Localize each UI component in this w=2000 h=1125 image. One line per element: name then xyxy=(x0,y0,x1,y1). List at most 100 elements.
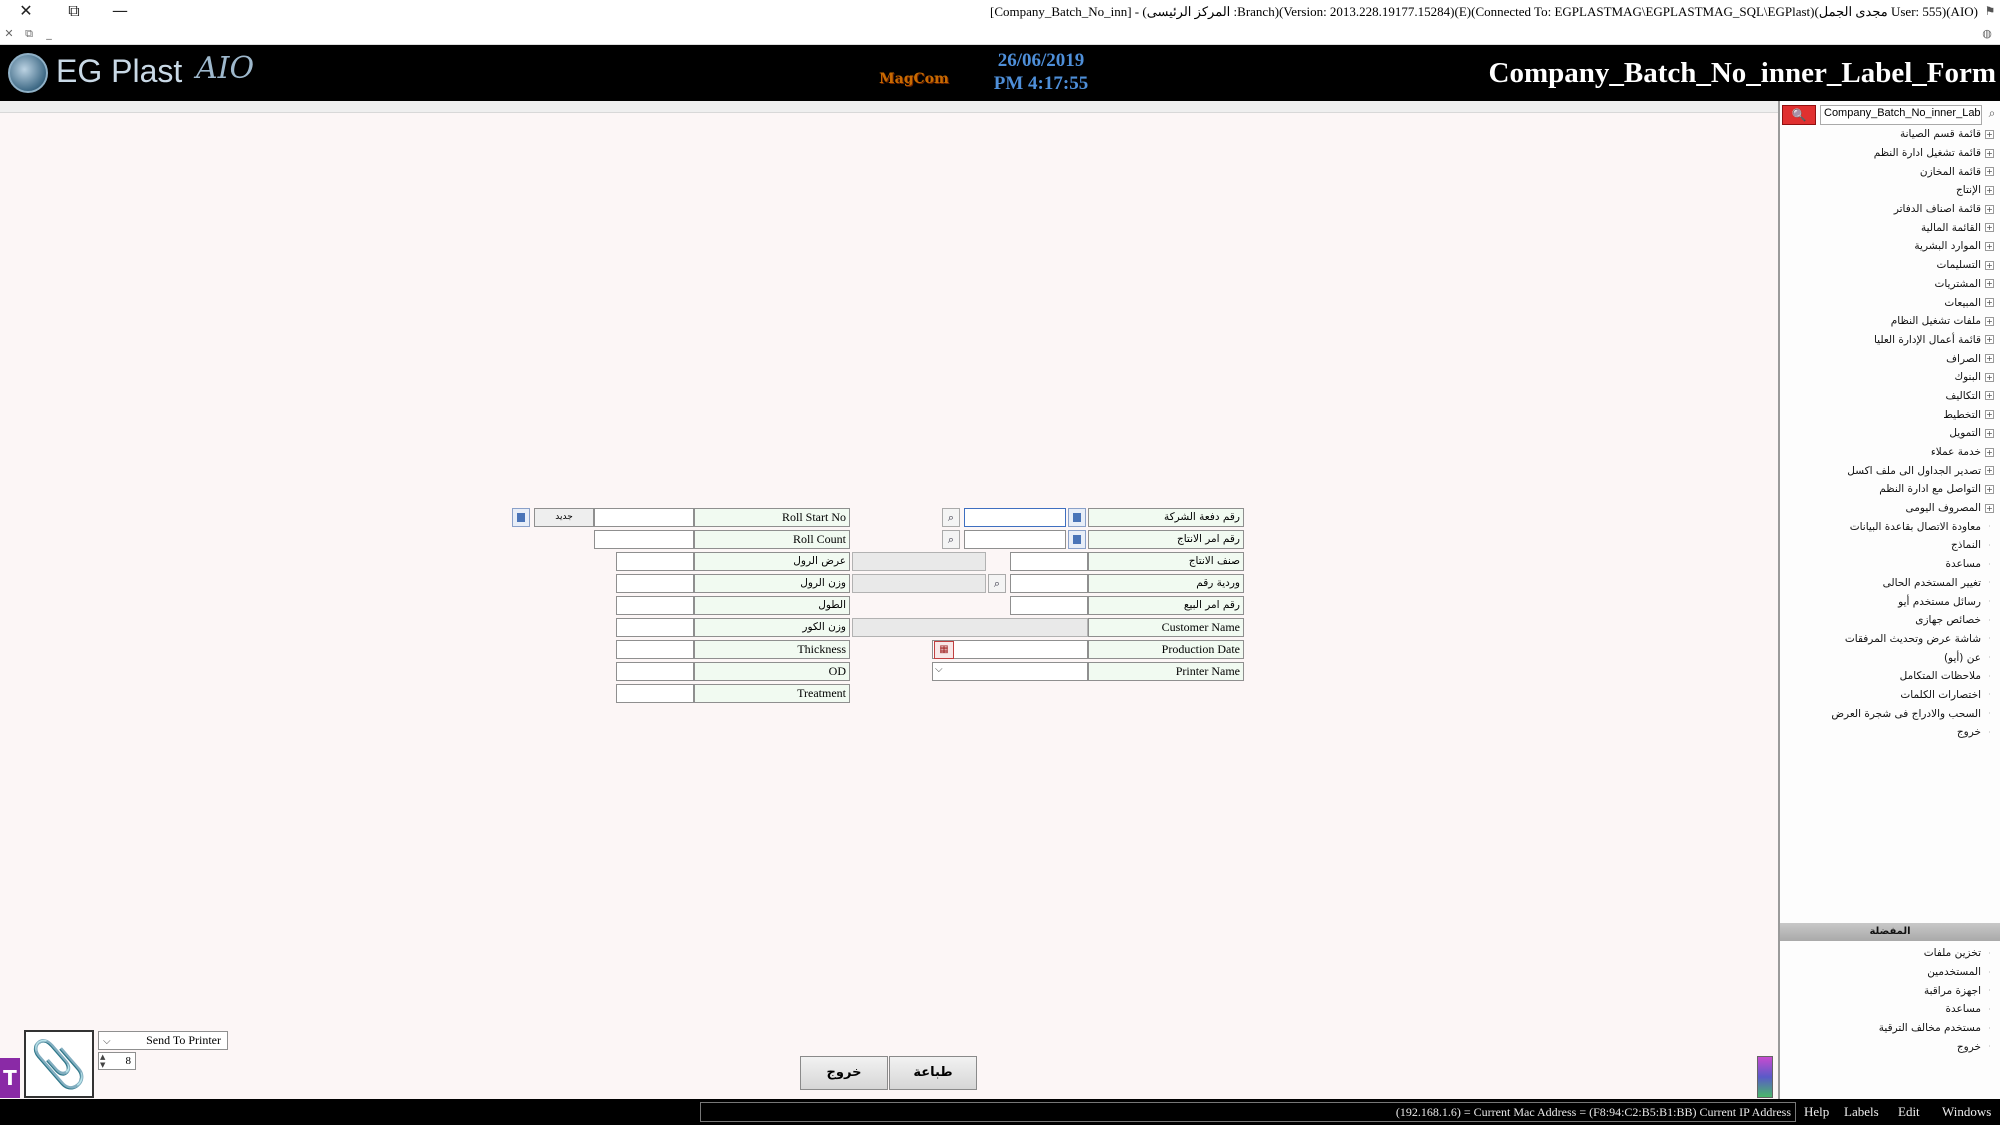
exit-button[interactable]: خروج xyxy=(800,1056,888,1090)
expand-icon[interactable]: + xyxy=(1985,503,1994,513)
tree-item[interactable]: +القائمة المالية xyxy=(1921,221,1994,234)
window-close-button[interactable]: ✕ xyxy=(19,1,33,20)
tree-item[interactable]: ·تغيير المستخدم الحالى xyxy=(1780,574,1994,593)
tree-item[interactable]: +البنوك xyxy=(1954,371,1994,384)
tree-item[interactable]: +قائمة قسم الصيانة xyxy=(1899,128,1994,141)
favorite-item[interactable]: ·مستخدم مخالف الترقية xyxy=(1780,1019,1994,1038)
expand-icon[interactable]: + xyxy=(1985,167,1994,177)
product-category-code-input[interactable] xyxy=(1010,552,1088,571)
tree-item[interactable]: ·خصائص جهازى xyxy=(1780,611,1994,630)
favorite-item[interactable]: ·تخزين ملفات xyxy=(1780,944,1994,963)
expand-icon[interactable]: + xyxy=(1985,335,1994,345)
tree-item[interactable]: +تصدير الجداول الى ملف اكسل xyxy=(1847,464,1994,477)
tree-item[interactable]: +قائمة المخازن xyxy=(1919,165,1994,178)
expand-icon[interactable]: + xyxy=(1985,129,1994,139)
print-destination-select[interactable]: ⌵Send To Printer xyxy=(98,1031,228,1050)
tree-item[interactable]: +المشتريات xyxy=(1934,277,1994,290)
expand-icon[interactable]: + xyxy=(1985,466,1994,476)
company-batch-input[interactable] xyxy=(964,508,1066,527)
tree-item[interactable]: ·عن (أيو) xyxy=(1780,648,1994,667)
tree-item[interactable]: ·ملاحظات المتكامل xyxy=(1780,667,1994,686)
window-minimize-button[interactable]: — xyxy=(112,1,128,20)
expand-icon[interactable]: + xyxy=(1985,410,1994,420)
new-button[interactable]: جديد xyxy=(534,508,594,527)
menu-edit[interactable]: Edit xyxy=(1898,1104,1920,1119)
menu-search-input[interactable]: Company_Batch_No_inner_Label_Form xyxy=(1820,105,1982,125)
sales-order-input[interactable] xyxy=(1010,596,1088,615)
tree-item[interactable]: +قائمة أعمال الإدارة العليا xyxy=(1873,333,1994,346)
tree-item[interactable]: +قائمة اصناف الدفاتر xyxy=(1893,203,1994,216)
shift-search-icon[interactable]: ⌕ xyxy=(988,574,1006,593)
expand-icon[interactable]: + xyxy=(1985,279,1994,289)
tree-item[interactable]: ·شاشة عرض وتحديث المرفقات xyxy=(1780,630,1994,649)
od-input[interactable] xyxy=(616,662,694,681)
roll-count-input[interactable] xyxy=(594,530,694,549)
tree-item[interactable]: +التخطيط xyxy=(1943,408,1994,421)
company-batch-search-icon[interactable]: ⌕ xyxy=(942,508,960,527)
expand-icon[interactable]: + xyxy=(1985,185,1994,195)
search-icon[interactable]: ⌕ xyxy=(1988,106,1996,120)
length-input[interactable] xyxy=(616,596,694,615)
expand-icon[interactable]: + xyxy=(1985,391,1994,401)
favorite-item[interactable]: ·المستخدمين xyxy=(1780,963,1994,982)
expand-icon[interactable]: + xyxy=(1985,372,1994,382)
tree-item[interactable]: +المصروف اليومى xyxy=(1905,502,1994,515)
tree-item[interactable]: ·رسائل مستخدم أيو xyxy=(1780,592,1994,611)
expand-icon[interactable]: + xyxy=(1985,241,1994,251)
expand-icon[interactable]: + xyxy=(1985,428,1994,438)
window-restore-button[interactable]: ⧉ xyxy=(68,1,80,20)
tree-item[interactable]: ·النماذج xyxy=(1780,536,1994,555)
treatment-input[interactable] xyxy=(616,684,694,703)
tree-item[interactable]: +الإنتاج xyxy=(1956,184,1994,197)
expand-icon[interactable]: + xyxy=(1985,316,1994,326)
paperclip-icon[interactable]: 📎 xyxy=(24,1030,94,1098)
tree-item[interactable]: +التكاليف xyxy=(1945,389,1994,402)
expand-icon[interactable]: + xyxy=(1985,260,1994,270)
shift-no-input[interactable] xyxy=(1010,574,1088,593)
tree-item[interactable]: ·خروج xyxy=(1780,723,1994,742)
production-order-lookup-button[interactable] xyxy=(1068,530,1086,549)
tree-item[interactable]: +التمويل xyxy=(1949,427,1994,440)
menu-labels[interactable]: Labels xyxy=(1844,1104,1879,1119)
core-weight-input[interactable] xyxy=(616,618,694,637)
roll-start-lookup-button[interactable] xyxy=(512,508,530,527)
menu-windows[interactable]: Windows xyxy=(1942,1104,1992,1119)
tree-item[interactable]: ·مساعدة xyxy=(1780,555,1994,574)
tree-item[interactable]: +الموارد البشرية xyxy=(1914,240,1994,253)
roll-width-input[interactable] xyxy=(616,552,694,571)
favorite-item[interactable]: ·مساعدة xyxy=(1780,1000,1994,1019)
mdi-restore-icon[interactable]: ⧉ xyxy=(25,27,33,40)
tree-item[interactable]: +ملفات تشغيل النظام xyxy=(1890,315,1994,328)
print-button[interactable]: طباعة xyxy=(889,1056,977,1090)
mdi-close-icon[interactable]: ✕ xyxy=(4,27,14,40)
tree-item[interactable]: +خدمة عملاء xyxy=(1930,446,1994,459)
printer-name-select[interactable]: ⌵ xyxy=(932,662,1088,681)
thickness-input[interactable] xyxy=(616,640,694,659)
tree-item[interactable]: +التسليمات xyxy=(1936,259,1994,272)
expand-icon[interactable]: + xyxy=(1985,223,1994,233)
copies-input[interactable]: 8 xyxy=(98,1052,136,1070)
expand-icon[interactable]: + xyxy=(1985,447,1994,457)
tree-item[interactable]: ·السحب والادراج فى شجرة العرض xyxy=(1780,704,1994,723)
production-order-input[interactable] xyxy=(964,530,1066,549)
production-order-search-icon[interactable]: ⌕ xyxy=(942,530,960,549)
mdi-minimize-icon[interactable]: _ xyxy=(46,27,52,40)
company-batch-lookup-button[interactable] xyxy=(1068,508,1086,527)
menu-help[interactable]: Help xyxy=(1804,1104,1830,1119)
expand-icon[interactable]: + xyxy=(1985,148,1994,158)
favorite-item[interactable]: ·اجهزة مراقبة xyxy=(1780,981,1994,1000)
roll-weight-input[interactable] xyxy=(616,574,694,593)
production-date-input[interactable] xyxy=(932,640,1088,659)
roll-start-input[interactable] xyxy=(594,508,694,527)
tree-item[interactable]: ·اختصارات الكلمات xyxy=(1780,686,1994,705)
tree-item[interactable]: ·معاودة الاتصال بقاعدة البيانات xyxy=(1780,517,1994,536)
tree-item[interactable]: +المبيعات xyxy=(1944,296,1994,309)
expand-icon[interactable]: + xyxy=(1985,298,1994,308)
horizontal-scrollbar[interactable] xyxy=(0,101,1778,113)
tree-item[interactable]: +قائمة تشغيل ادارة النظم xyxy=(1873,147,1994,160)
search-button[interactable]: 🔍 xyxy=(1782,105,1816,125)
expand-icon[interactable]: + xyxy=(1985,484,1994,494)
calendar-icon[interactable]: ▦ xyxy=(934,641,954,659)
color-palette-icon[interactable] xyxy=(1757,1056,1773,1098)
favorite-item[interactable]: ·خروج xyxy=(1780,1037,1994,1056)
